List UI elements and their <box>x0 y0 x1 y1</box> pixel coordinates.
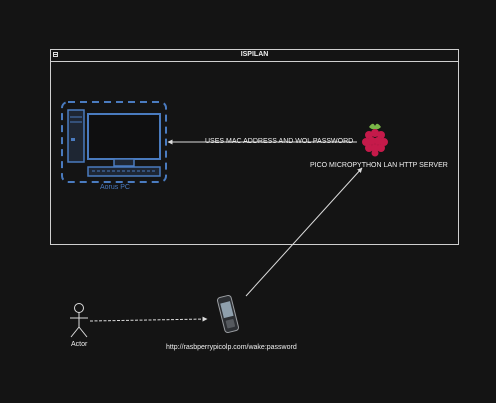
stick-figure-icon[interactable] <box>70 303 88 338</box>
pico-label: PICO MICROPYTHON LAN HTTP SERVER <box>310 162 448 169</box>
mobile-phone-icon[interactable] <box>216 294 240 334</box>
pc-label: Aorus PC <box>100 184 130 191</box>
raspberry-pi-icon[interactable] <box>362 123 388 157</box>
actor-label: Actor <box>71 341 88 348</box>
edge-actor-to-phone <box>89 316 208 322</box>
edge-label-mac-wol: USES MAC ADDRESS AND WOL PASSWORD <box>205 138 354 145</box>
ispilan-container[interactable]: ISPILAN <box>50 49 459 245</box>
collapse-icon[interactable] <box>53 52 58 57</box>
edge-phone-to-pico <box>245 167 363 297</box>
container-header: ISPILAN <box>51 50 458 62</box>
container-title: ISPILAN <box>240 51 269 58</box>
phone-url-label: http://rasbperrypicolp.com/wake:password <box>166 344 297 351</box>
desktop-computer-icon[interactable] <box>61 101 167 183</box>
